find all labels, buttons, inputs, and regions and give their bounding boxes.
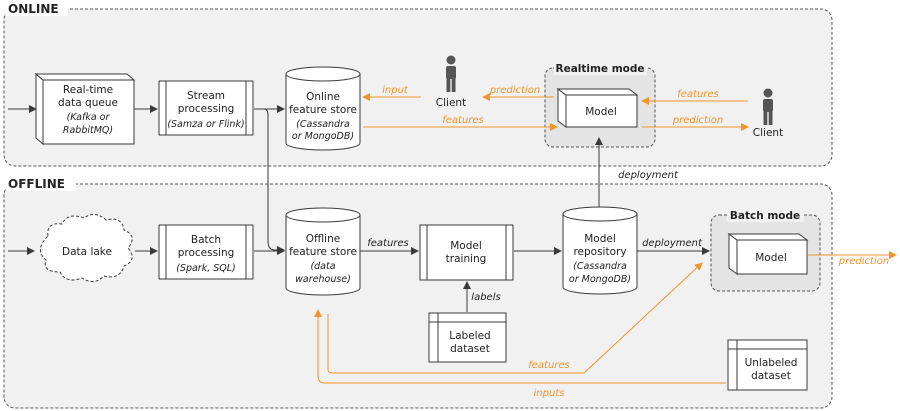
flow-label-features: features [367,238,409,249]
labeled-label-2: dataset [450,343,490,355]
queue-label-1: Real-time [63,84,113,96]
stream-sub-1: (Samza or Flink) [167,119,244,130]
offline-section-title: OFFLINE [8,177,65,191]
orange-connections [314,93,897,384]
batch-sub-1: (Spark, SQL) [176,263,236,274]
unlabeled-inputs-arrow [314,309,726,384]
batch-model-label: Model [755,252,787,264]
flow-label-features: features [528,360,570,371]
stream-to-offline-store-arrow [254,108,285,254]
labeled-dataset: Labeled dataset [428,312,507,363]
offline-store-sub-1: (data [310,261,335,272]
flow-label-prediction: prediction [489,85,540,96]
repo-label-2: repository [573,246,626,258]
client-realtime: Client [753,88,783,139]
batch-model: Model [727,233,809,275]
queue-label-2: data queue [58,97,118,109]
training-label-1: Model [450,240,482,252]
flow-label-deployment: deployment [642,238,703,249]
online-feature-store: Online feature store (Cassandra or Mongo… [285,66,361,151]
online-section-title: ONLINE [8,2,59,16]
flow-label-inputs: inputs [534,388,565,399]
flow-labels: input prediction features features predi… [367,85,889,399]
flow-label-deployment: deployment [618,170,679,181]
flow-label-features: features [442,115,484,126]
flow-label-prediction: prediction [838,256,889,267]
queue-sub-2: RabbitMQ) [63,125,113,136]
connections [8,105,710,312]
unlabeled-label-2: dataset [751,370,791,382]
model-repository: Model repository (Cassandra or MongoDB) [562,206,638,295]
offline-feature-store: Offline feature store (data warehouse) [285,207,361,296]
model-training: Model training [419,224,514,281]
repo-sub-2: or MongoDB) [569,274,631,285]
flow-label-labels: labels [471,292,500,303]
client-label: Client [436,97,466,109]
queue-sub-1: (Kafka or [67,112,111,123]
client-label: Client [753,127,783,139]
labeled-label-1: Labeled [449,330,490,342]
person-icon [446,55,456,92]
offline-store-label-2: feature store [289,246,357,258]
realtime-mode-title: Realtime mode [555,63,644,75]
realtime-model-label: Model [585,106,617,118]
training-label-2: training [446,253,487,265]
stream-processing: Stream processing (Samza or Flink) [158,80,254,136]
realtime-data-queue: Real-time data queue (Kafka or RabbitMQ) [34,72,136,146]
batch-label-1: Batch [191,234,221,246]
offline-store-sub-2: warehouse) [295,274,351,285]
batch-label-2: processing [178,247,235,259]
online-store-label-1: Online [306,91,340,103]
flow-label-features: features [677,89,719,100]
person-icon [763,88,773,125]
flow-label-input: input [382,85,409,96]
data-lake-label: Data lake [62,246,112,258]
client-online: Client [436,55,466,109]
data-lake: Data lake [40,214,133,282]
stream-label-2: processing [178,103,235,115]
unlabeled-label-1: Unlabeled [745,357,798,369]
repo-label-1: Model [584,233,616,245]
batch-mode-title: Batch mode [730,210,800,222]
online-store-sub-1: (Cassandra [296,119,350,130]
realtime-model: Model [556,88,639,128]
unlabeled-dataset: Unlabeled dataset [727,339,808,391]
stream-label-1: Stream [187,90,225,102]
offline-features-to-batch-arrow [327,262,703,374]
online-store-label-2: feature store [289,104,357,116]
flow-label-prediction: prediction [672,115,723,126]
offline-store-label-1: Offline [306,233,340,245]
batch-processing: Batch processing (Spark, SQL) [158,224,254,280]
repo-sub-1: (Cassandra [573,261,627,272]
online-store-sub-2: or MongoDB) [292,131,354,142]
